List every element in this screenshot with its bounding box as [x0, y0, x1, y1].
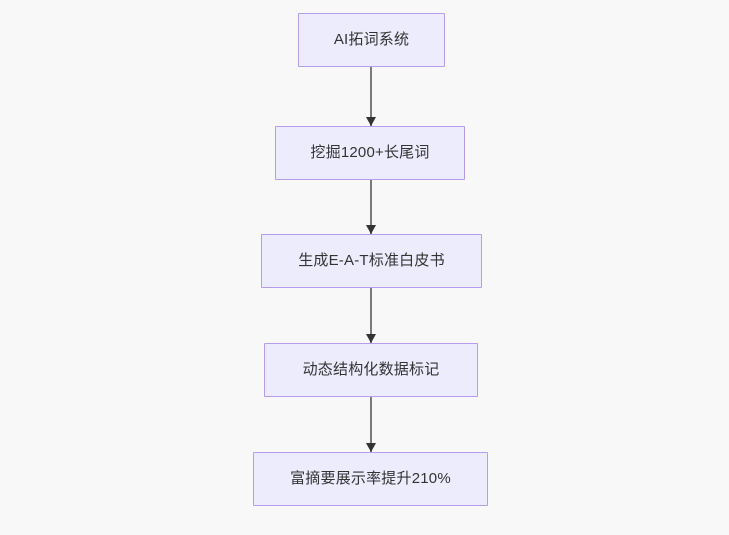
flow-node-ai-keyword-system[interactable]: AI拓词系统 — [298, 13, 445, 67]
arrow-down-icon — [366, 117, 376, 126]
edge-line — [370, 397, 372, 452]
arrow-down-icon — [366, 334, 376, 343]
flow-node-label: 生成E-A-T标准白皮书 — [298, 252, 445, 269]
edge-line — [370, 288, 372, 343]
flow-node-dynamic-structured-data-markup[interactable]: 动态结构化数据标记 — [264, 343, 478, 397]
flow-node-label: 挖掘1200+长尾词 — [310, 144, 430, 161]
flow-node-label: 动态结构化数据标记 — [302, 361, 440, 378]
arrow-down-icon — [366, 443, 376, 452]
flow-node-rich-snippet-impression-uplift[interactable]: 富摘要展示率提升210% — [253, 452, 488, 506]
edge-line — [370, 180, 372, 234]
arrow-down-icon — [366, 225, 376, 234]
flow-node-mine-longtail-keywords[interactable]: 挖掘1200+长尾词 — [275, 126, 465, 180]
flow-node-label: AI拓词系统 — [333, 31, 410, 48]
flow-node-generate-eat-whitepaper[interactable]: 生成E-A-T标准白皮书 — [261, 234, 482, 288]
flow-node-label: 富摘要展示率提升210% — [290, 470, 451, 487]
edge-line — [370, 67, 372, 126]
